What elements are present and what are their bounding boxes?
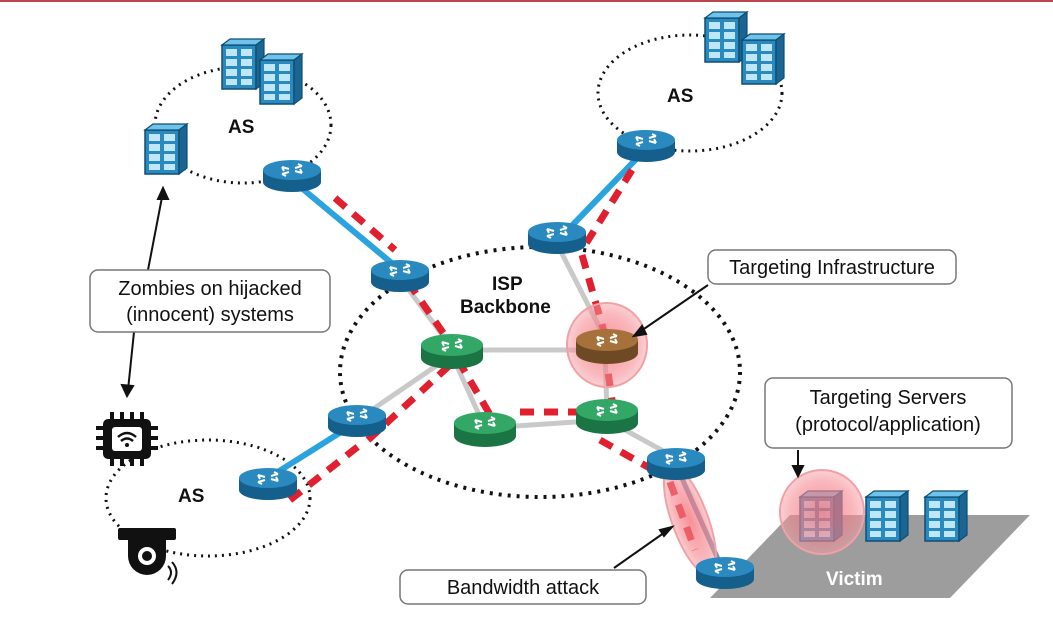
server-rack-icon	[865, 490, 909, 542]
router-icon	[617, 130, 675, 162]
servers-callout-line1: Targeting Servers	[810, 387, 967, 409]
green-router-icon	[576, 399, 638, 434]
isp-label: ISP	[492, 274, 523, 295]
green-router-icon	[454, 412, 516, 447]
infrastructure-callout-text: Targeting Infrastructure	[729, 257, 935, 279]
server-rack-icon	[221, 38, 265, 90]
server-rack-icon	[704, 11, 748, 63]
victim-label: Victim	[826, 569, 883, 590]
router-icon	[239, 468, 297, 500]
server-rack-icon	[259, 53, 303, 105]
as-label: AS	[667, 86, 693, 107]
server-rack-icon	[924, 490, 968, 542]
bandwidth-callout-text: Bandwidth attack	[447, 577, 600, 599]
zombies-callout-line2: (innocent) systems	[126, 304, 294, 326]
backbone-label: Backbone	[460, 297, 551, 318]
server-highlight	[779, 469, 865, 555]
servers-callout	[764, 377, 1013, 449]
router-icon	[528, 222, 586, 254]
zombies-callout	[89, 269, 331, 333]
router-icon	[696, 557, 754, 589]
as-label: AS	[228, 117, 254, 138]
link-blue	[557, 147, 648, 241]
as-ring-top-right	[596, 33, 784, 153]
as-ring-bottom-left	[104, 438, 312, 558]
wifi-chip-icon	[96, 412, 158, 466]
targeted-router-icon	[576, 329, 638, 364]
zombies-callout-line1: Zombies on hijacked	[118, 278, 301, 300]
bandwidth-callout	[399, 569, 647, 605]
router-icon	[647, 448, 705, 480]
router-icon	[328, 405, 386, 437]
as-label: AS	[178, 486, 204, 507]
infrastructure-callout	[707, 249, 957, 285]
server-rack-icon	[144, 123, 188, 175]
server-rack-icon	[741, 33, 785, 85]
router-icon	[263, 160, 321, 192]
green-router-icon	[421, 334, 483, 369]
security-camera-icon	[118, 528, 178, 585]
link-blue	[290, 177, 402, 273]
callout-arrows	[120, 185, 805, 569]
router-icon	[371, 260, 429, 292]
servers-callout-line2: (protocol/application)	[795, 414, 981, 436]
